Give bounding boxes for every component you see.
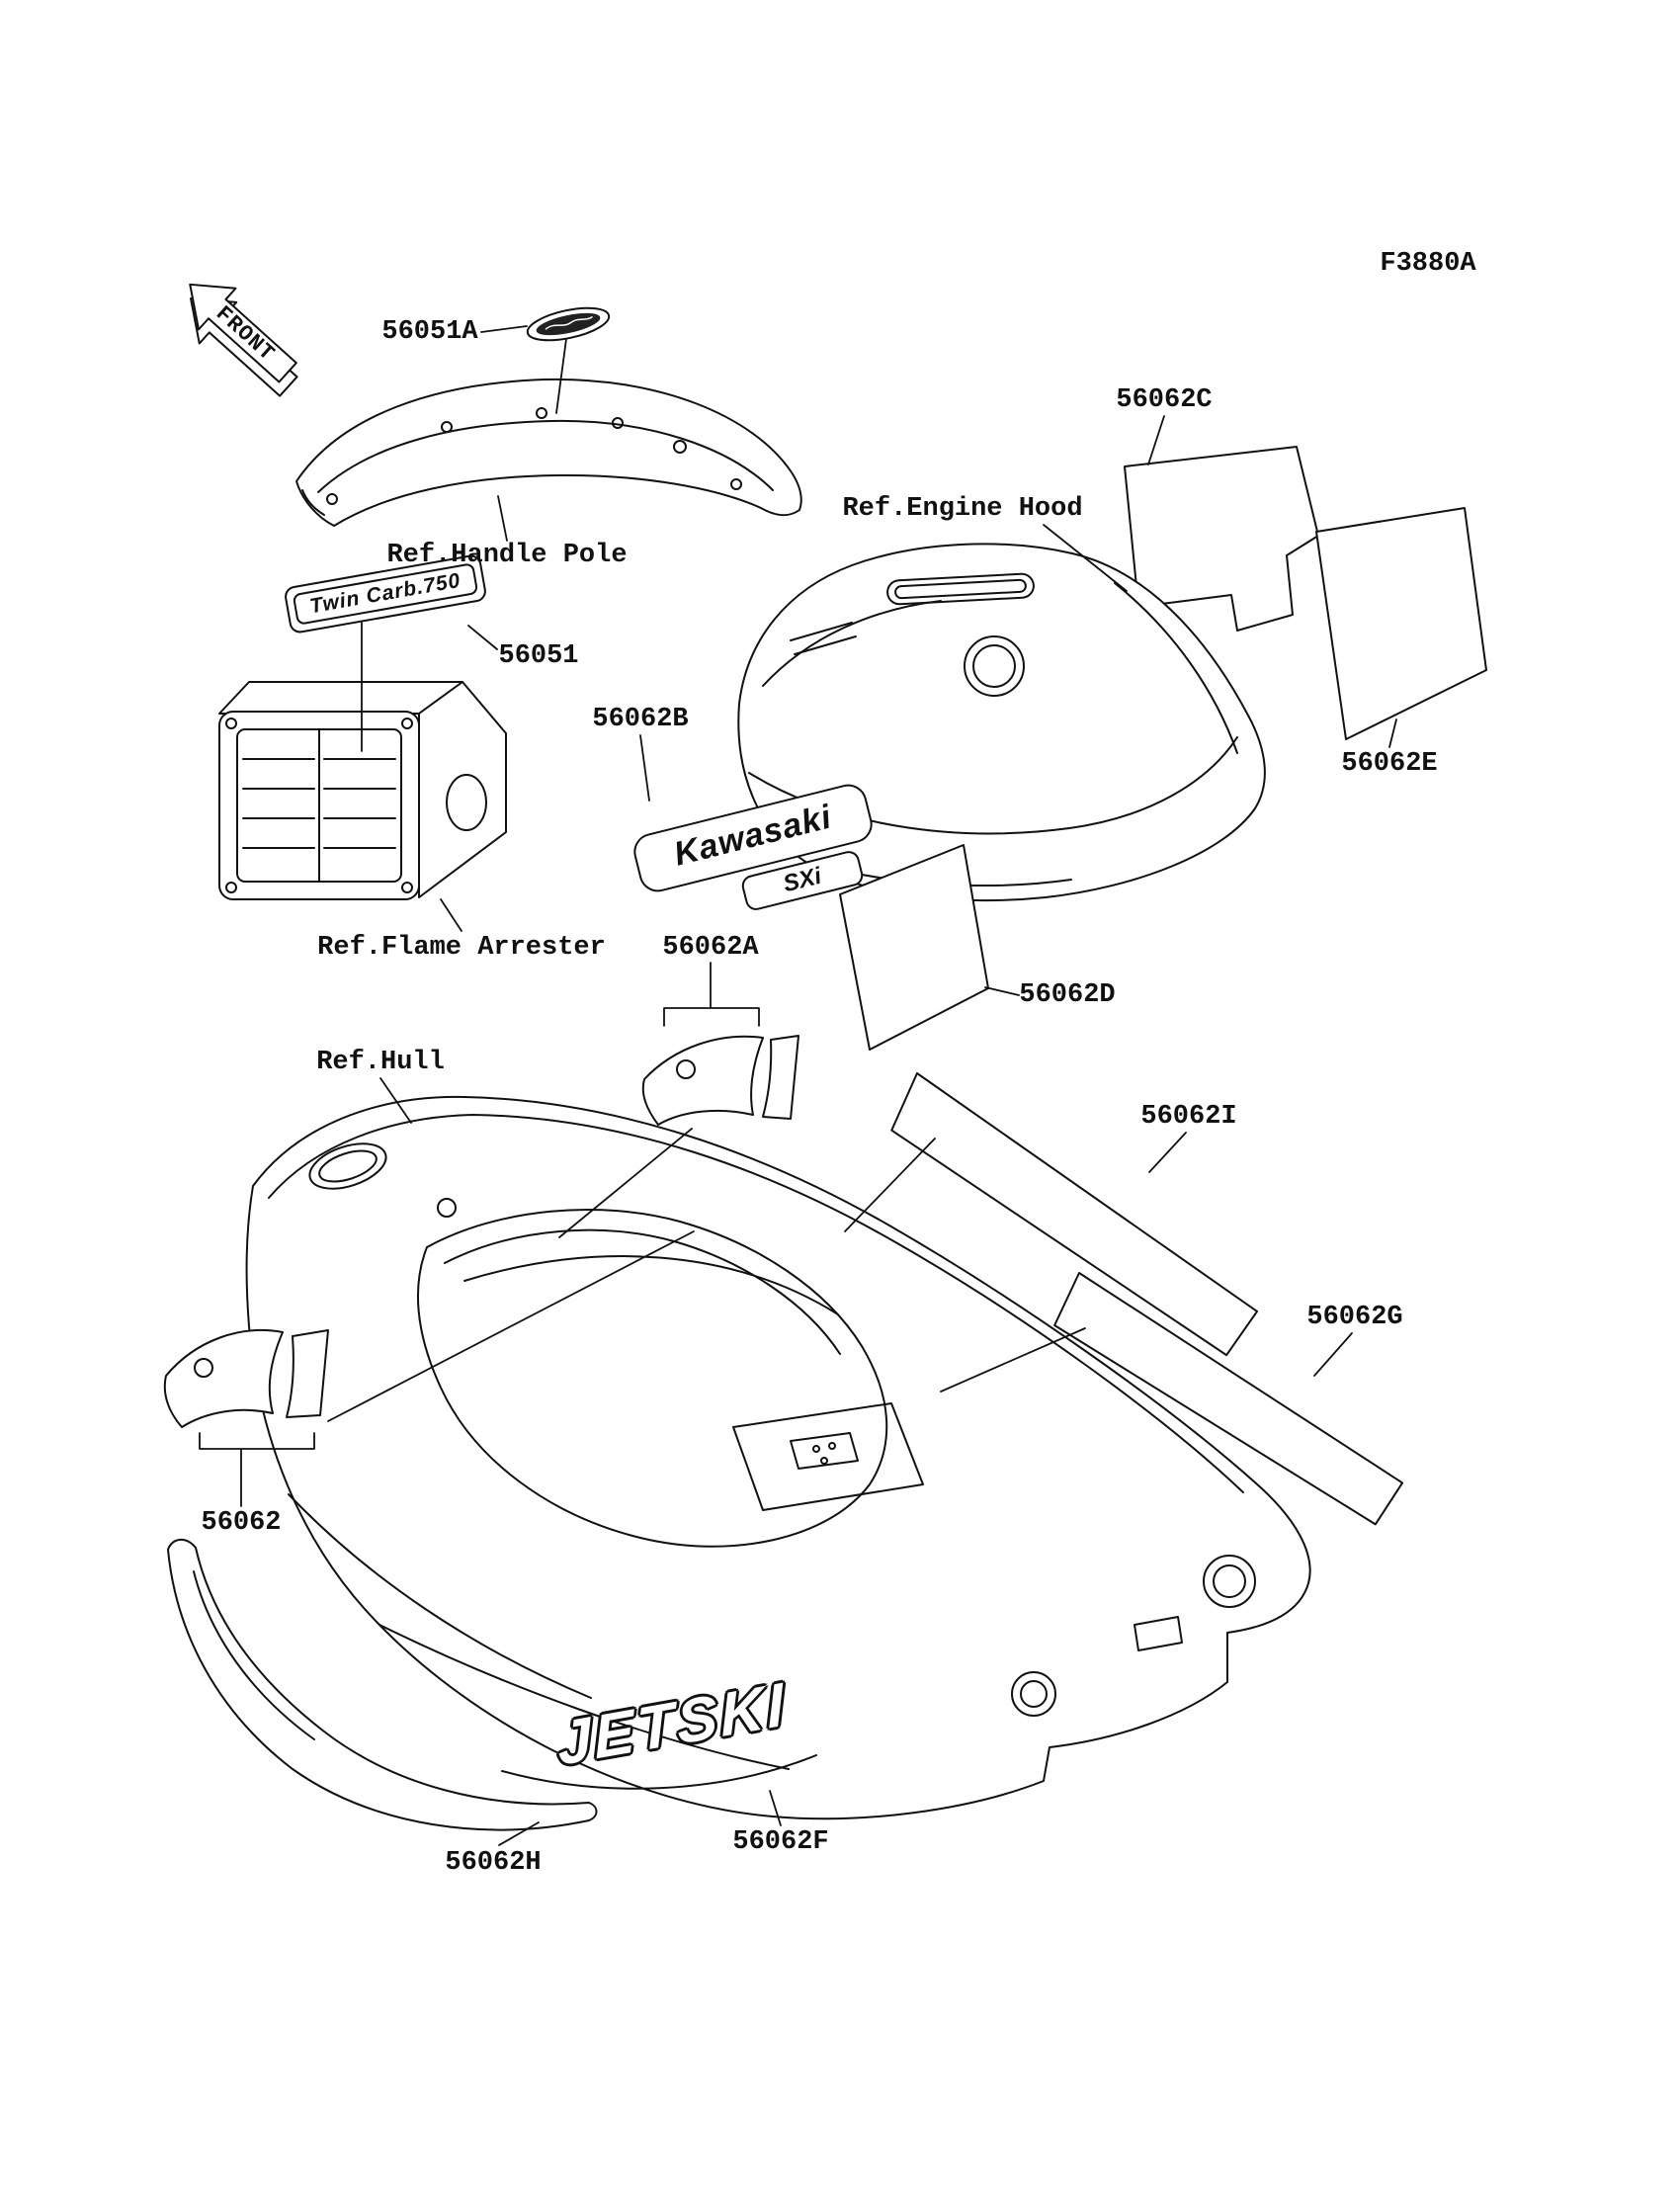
engine-hood-drawing bbox=[737, 543, 1266, 902]
part-label-56062: 56062 bbox=[201, 1508, 282, 1538]
ref-label-flame-arrester: Ref.Flame Arrester bbox=[317, 933, 606, 963]
decal-56062E bbox=[1315, 507, 1487, 740]
part-label-56062h: 56062H bbox=[445, 1848, 542, 1878]
part-label-56062e: 56062E bbox=[1341, 749, 1438, 779]
flame-arrester-drawing bbox=[218, 681, 507, 900]
part-label-56062i: 56062I bbox=[1140, 1102, 1237, 1132]
decal-56062B-kawasaki bbox=[633, 784, 873, 910]
part-label-56062c: 56062C bbox=[1116, 385, 1213, 415]
decal-56062G bbox=[1053, 1272, 1404, 1526]
part-label-56062b: 56062B bbox=[592, 705, 689, 734]
decal-56062I bbox=[890, 1072, 1259, 1357]
part-label-56062f: 56062F bbox=[732, 1827, 829, 1857]
decal-56062F-swoosh bbox=[501, 1754, 817, 1790]
part-label-56051: 56051 bbox=[498, 641, 579, 671]
ref-label-hull: Ref.Hull bbox=[316, 1048, 445, 1077]
hull-drawing bbox=[245, 1095, 1311, 1820]
part-label-56062g: 56062G bbox=[1306, 1303, 1403, 1332]
decal-56062A bbox=[641, 1035, 799, 1126]
badge-decal-56051A bbox=[526, 306, 611, 342]
part-label-56051a: 56051A bbox=[381, 317, 478, 347]
part-label-56062a: 56062A bbox=[662, 933, 759, 963]
leader-lines bbox=[199, 325, 1397, 1846]
part-label-56062d: 56062D bbox=[1019, 980, 1116, 1010]
handle-pole-drawing bbox=[295, 378, 802, 527]
ref-label-handle-pole: Ref.Handle Pole bbox=[386, 541, 628, 570]
decal-56062H bbox=[167, 1539, 598, 1831]
diagram-code-label: F3880A bbox=[1380, 249, 1476, 279]
front-arrow-icon bbox=[189, 283, 298, 397]
decal-56062C bbox=[1124, 446, 1319, 632]
twin-carb-decal bbox=[285, 554, 486, 634]
decal-56062 bbox=[163, 1328, 329, 1428]
ref-label-engine-hood: Ref.Engine Hood bbox=[842, 494, 1083, 524]
